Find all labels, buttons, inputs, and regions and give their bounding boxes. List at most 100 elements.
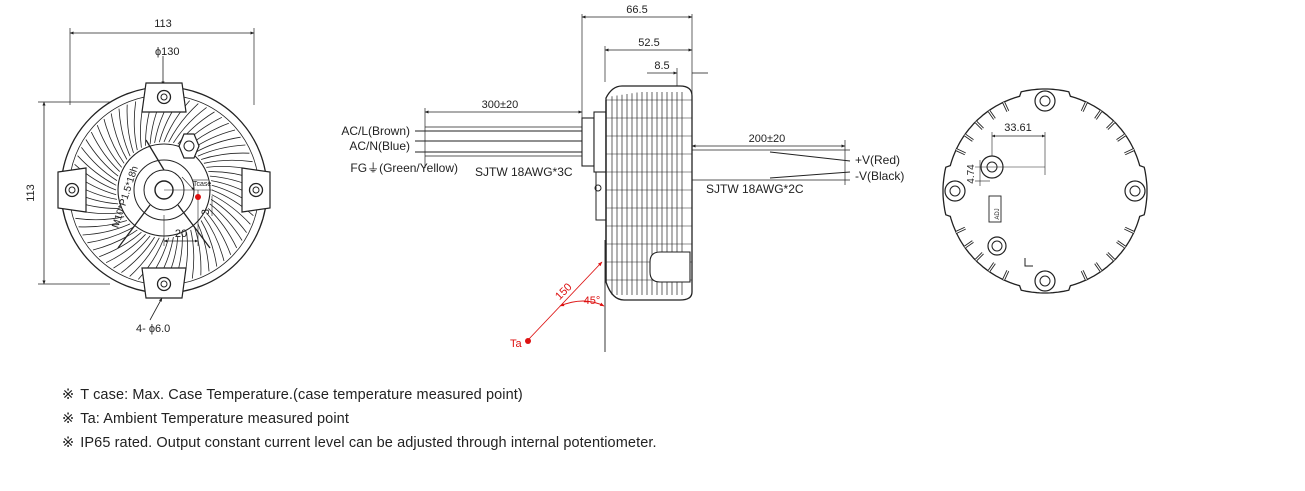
mounting-tab-bottom <box>141 267 187 299</box>
adj-label: ADJ <box>995 208 1001 219</box>
back-view <box>942 88 1148 294</box>
tcase-label: Tcase <box>193 181 211 188</box>
fin <box>78 220 128 228</box>
back-notch-inner <box>1081 270 1087 281</box>
back-notches <box>955 101 1135 281</box>
back-notch-inner <box>975 121 984 130</box>
fin <box>173 107 207 144</box>
back-notch-inner <box>1106 121 1115 130</box>
back-notch-inner <box>988 110 995 120</box>
back-boss-bottom <box>1034 270 1056 292</box>
fin <box>168 103 199 143</box>
tcase-point-marker <box>195 194 201 200</box>
side-total-width-dim: 66.5 <box>626 4 647 16</box>
side-lip-dim: 8.5 <box>654 60 669 72</box>
note-text: Ta: Ambient Temperature measured point <box>80 411 349 427</box>
fin <box>194 136 241 154</box>
fin <box>211 194 251 225</box>
back-notch-inner <box>988 262 995 272</box>
front-diameter-dim: ϕ130 <box>155 46 180 58</box>
note-text: IP65 rated. Output constant current leve… <box>80 435 657 451</box>
note-text: T case: Max. Case Temperature.(case temp… <box>80 387 523 403</box>
fin <box>113 235 151 269</box>
fin <box>210 199 247 233</box>
back-boss-top <box>1034 90 1056 112</box>
front-offset-x-dim: 20 <box>175 228 187 240</box>
note-mark: ※ <box>62 387 75 403</box>
wire-ac-l: AC/L(Brown) <box>341 124 410 138</box>
wire-fg: FG⏚(Green/Yellow) <box>350 161 458 175</box>
cable-gland-nut <box>178 133 200 159</box>
fin <box>85 139 119 177</box>
back-notch-inner <box>964 134 974 141</box>
back-offset-y-dim: 4.74 <box>966 164 977 184</box>
fin <box>190 229 195 279</box>
back-notch-inner <box>975 252 984 261</box>
back-boss-right <box>1124 180 1146 202</box>
fin <box>110 113 128 160</box>
fin <box>211 189 254 216</box>
back-offset-x-dim: 33.61 <box>1004 122 1032 134</box>
back-notch-inner <box>1095 262 1102 272</box>
wire-ac-n: AC/N(Blue) <box>349 139 410 153</box>
mounting-holes-label: 4- ϕ6.0 <box>136 323 170 335</box>
back-notch-inner <box>1116 134 1126 141</box>
fin <box>121 236 155 273</box>
mounting-tab-right <box>241 167 271 213</box>
note-tcase: ※ T case: Max. Case Temperature.(case tem… <box>62 383 657 407</box>
fin <box>200 220 218 267</box>
fin <box>92 229 138 251</box>
fin <box>163 100 190 143</box>
wire-negative: -V(Black) <box>855 169 904 183</box>
mounting-tab-top <box>141 82 187 113</box>
fin <box>209 203 243 241</box>
back-notch-inner <box>1081 101 1087 112</box>
output-cable-length: 200±20 <box>749 133 786 145</box>
fin <box>99 231 142 258</box>
ta-distance: 150 <box>553 281 574 302</box>
fin <box>118 108 131 157</box>
fin <box>177 111 215 145</box>
fin <box>126 104 134 154</box>
fin <box>194 226 202 276</box>
fin <box>129 237 160 277</box>
fin <box>197 223 210 272</box>
back-notch-inner <box>955 227 966 233</box>
ta-angle: 45° <box>584 295 601 307</box>
wire-positive: +V(Red) <box>855 153 900 167</box>
notes-block: ※ T case: Max. Case Temperature.(case tem… <box>62 383 657 455</box>
fin <box>75 216 125 221</box>
thread-spec-label: M10*P1.5*18h <box>110 165 140 230</box>
back-notch-inner <box>1106 252 1115 261</box>
back-notch-inner <box>1124 149 1135 155</box>
fin <box>197 144 246 157</box>
input-cable-spec: SJTW 18AWG*3C <box>475 165 573 179</box>
ta-measurement <box>525 261 605 344</box>
fin <box>208 208 238 249</box>
back-notch-inner <box>964 241 974 248</box>
front-width-dim: 113 <box>154 18 172 30</box>
note-mark: ※ <box>62 411 75 427</box>
back-boss-left <box>944 180 966 202</box>
fin <box>82 223 131 236</box>
back-notch-inner <box>955 149 966 155</box>
fin <box>105 234 146 264</box>
fin <box>138 237 165 280</box>
back-notch-inner <box>1124 227 1135 233</box>
input-cable-length: 300±20 <box>482 99 519 111</box>
fin <box>205 212 232 255</box>
fin <box>87 226 134 244</box>
fin <box>77 155 117 186</box>
fin <box>96 125 123 168</box>
fin <box>133 101 138 151</box>
front-view <box>38 28 271 321</box>
ta-label: Ta <box>510 338 523 350</box>
front-height-dim: 113 <box>25 184 37 202</box>
back-notch-inner <box>1116 241 1126 248</box>
side-view <box>415 14 851 352</box>
note-ta: ※ Ta: Ambient Temperature measured point <box>62 407 657 431</box>
fin <box>90 131 120 172</box>
output-cable-spec: SJTW 18AWG*2C <box>706 182 804 196</box>
fin <box>103 118 125 164</box>
